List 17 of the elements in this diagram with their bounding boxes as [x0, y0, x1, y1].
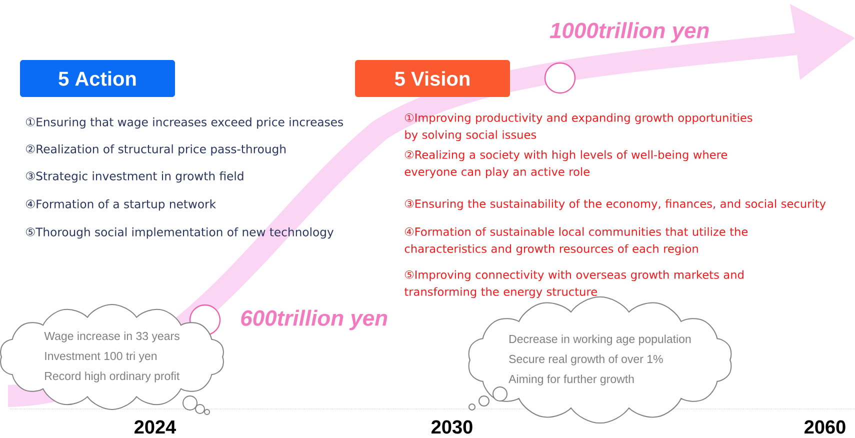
list-item: ③Strategic investment in growth field: [26, 171, 244, 183]
list-item: ①Improving productivity and expanding growth opportunities by solving social issues: [405, 113, 752, 142]
list-item: ⑤Improving connectivity with overseas growth markets and transforming the energy structure: [404, 270, 744, 298]
list-item: ②Realizing a society with high levels of well-being where everyone can play an active role: [404, 150, 728, 178]
heading-box: 5 Vision: [355, 60, 510, 97]
list-item: ②Realization of structural price pass-through: [26, 144, 286, 156]
list-item: ①Ensuring that wage increases exceed price increases: [26, 117, 343, 129]
amount-label: 600trillion yen: [241, 310, 388, 330]
heading-box: 5 Action: [20, 60, 175, 97]
amount-label: 1000trillion yen: [550, 22, 709, 43]
year-label: 2060: [804, 420, 846, 434]
milestone-circle: [544, 62, 576, 94]
list-item: ④Formation of a startup network: [26, 199, 216, 211]
list-item: ⑤Thorough social implementation of new technology: [26, 227, 334, 239]
list-item: ④Formation of sustainable local communities that utilize the characteristics and growth resources of each region: [404, 227, 748, 256]
list-item: ③Ensuring the sustainability of the economy, finances, and social security: [405, 199, 826, 210]
thought-bubble: Wage increase in 33 years Investment 100 tri yen Record high ordinary profit: [0, 304, 224, 410]
